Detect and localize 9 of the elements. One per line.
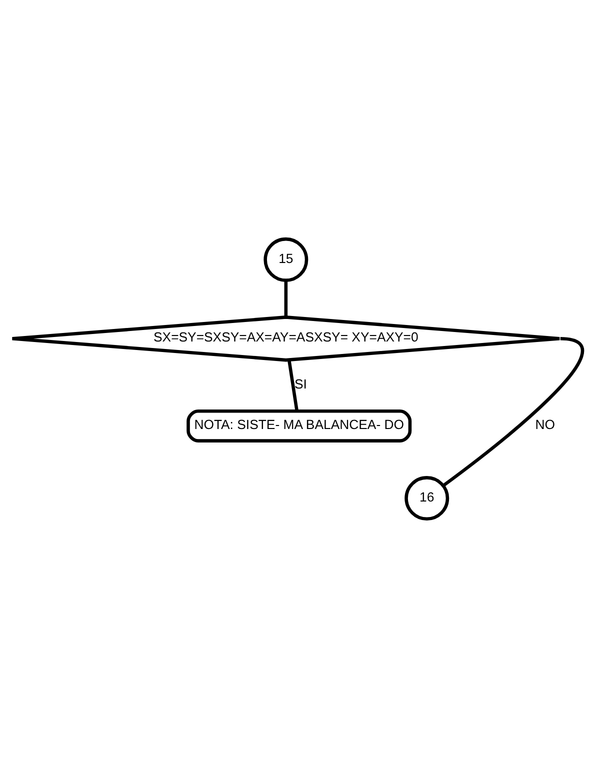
edge-label: SI [294,376,307,392]
node-diamond: SX=SY=SXSY=AX=AY=ASXSY= XY=AXY=0 [10,315,562,362]
node-circle: 15 [264,236,308,282]
node-box: NOTA: SISTE- MA BALANCEA- DO [186,409,412,442]
connector [284,280,288,317]
connector [442,336,584,487]
connector [287,359,299,411]
node-circle: 16 [404,476,450,520]
edge-label: NO [535,416,556,432]
